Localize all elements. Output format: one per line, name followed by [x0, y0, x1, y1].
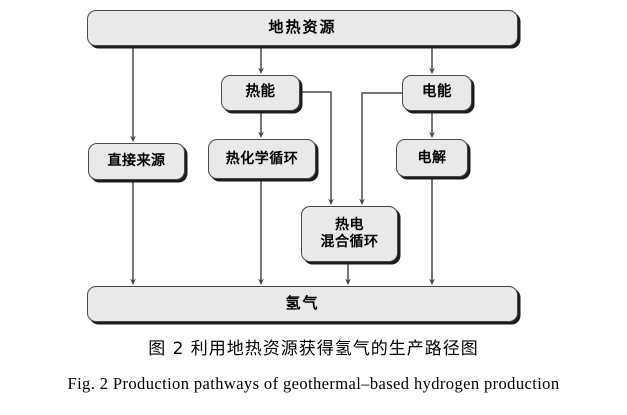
edge-electric-hybrid	[359, 92, 402, 206]
node-label: 地热资源	[268, 18, 337, 37]
node-direct-source[interactable]: 直接来源	[88, 143, 185, 180]
node-label: 氢气	[285, 294, 320, 313]
node-geothermal-resources[interactable]: 地热资源	[87, 10, 518, 46]
node-hydrogen[interactable]: 氢气	[87, 286, 518, 322]
node-label: 热电 混合循环	[320, 217, 379, 250]
node-label: 直接来源	[107, 153, 166, 170]
node-label: 电能	[422, 84, 452, 101]
node-label: 电解	[417, 149, 447, 166]
node-thermal-energy[interactable]: 热能	[221, 75, 300, 111]
node-label: 热能	[245, 84, 276, 101]
node-hybrid-thermoelectric-cycle[interactable]: 热电 混合循环	[301, 206, 398, 262]
node-electrical-energy[interactable]: 电能	[402, 75, 472, 111]
node-electrolysis[interactable]: 电解	[396, 139, 468, 177]
figure-caption-chinese: 图 2 利用地热资源获得氢气的生产路径图	[148, 339, 479, 359]
flowchart-canvas: 地热资源 热能 电能 直接来源 热化学循环 电解 热电 混合循环 氢气	[87, 10, 518, 322]
edge-thermal-hybrid	[300, 91, 334, 206]
node-label: 热化学循环	[225, 150, 299, 167]
flowchart-connectors	[130, 46, 435, 286]
node-thermochemical-cycle[interactable]: 热化学循环	[208, 139, 316, 179]
figure-caption-english: Fig. 2 Production pathways of geothermal…	[67, 374, 560, 393]
